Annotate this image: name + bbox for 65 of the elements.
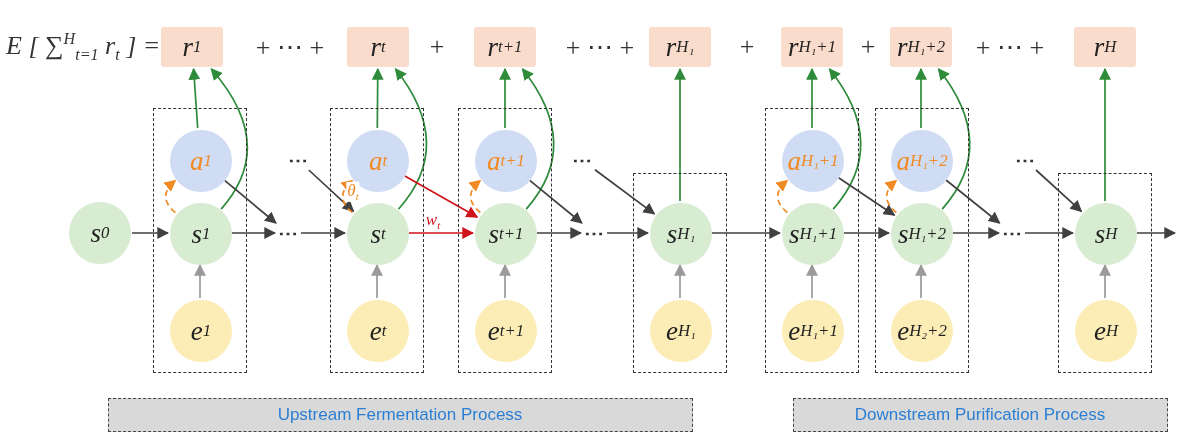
arrow [915, 263, 927, 299]
arrow [371, 263, 383, 299]
ellipsis-text: ⋯ [287, 152, 309, 168]
arrow [843, 227, 891, 239]
arrow [163, 179, 177, 214]
arrow [606, 227, 650, 239]
arrow [711, 227, 782, 239]
arrow [1024, 227, 1075, 239]
arrow [300, 227, 347, 239]
arrow [231, 227, 277, 239]
arrow [806, 263, 818, 299]
arrow [210, 68, 248, 210]
arrow [307, 169, 355, 213]
arrow [952, 227, 1001, 239]
dashed-box [765, 108, 859, 373]
dashed-box [633, 173, 727, 373]
arrow [884, 179, 898, 214]
arrow [1035, 169, 1083, 213]
arrow [594, 168, 656, 215]
arrow [837, 176, 896, 217]
arrow [188, 67, 201, 129]
operator-text: + ⋯ + [975, 31, 1045, 63]
process-band: Downstream Purification Process [792, 398, 1168, 432]
dashed-box [330, 108, 424, 373]
arrow [674, 263, 686, 299]
arrow [521, 68, 555, 210]
operator-text: + ⋯ + [565, 31, 635, 63]
ellipsis-text: ⋯ [277, 225, 299, 241]
arrow [528, 179, 583, 224]
arrow [131, 227, 170, 239]
arrow [194, 263, 206, 299]
operator-text: + ⋯ + [255, 31, 325, 63]
arrow [1099, 263, 1111, 299]
arrow [775, 179, 789, 214]
arrow [403, 175, 479, 218]
dashed-box [153, 108, 247, 373]
ellipsis-text: ⋯ [1001, 225, 1023, 241]
ellipsis-text: ⋯ [571, 152, 593, 168]
arrow [536, 227, 583, 239]
arrow [468, 179, 482, 214]
dashed-box [458, 108, 552, 373]
arrow [371, 67, 384, 129]
arrow [674, 67, 686, 202]
dashed-box [875, 108, 969, 373]
arrow [1136, 227, 1177, 239]
process-band: Upstream Fermentation Process [107, 398, 693, 432]
arrow [806, 67, 818, 129]
arrow [340, 179, 354, 214]
operator-text: + [860, 32, 876, 62]
operator-text: + [739, 32, 755, 62]
arrow [408, 227, 475, 239]
ellipsis-text: ⋯ [583, 225, 605, 241]
arrow [937, 68, 971, 210]
edge-label: θ$_{t}$ [346, 181, 360, 203]
arrow [1099, 67, 1111, 202]
operator-text: + [429, 32, 445, 62]
arrow [223, 179, 277, 224]
arrow [915, 67, 927, 129]
arrow [499, 67, 511, 129]
dashed-box [1058, 173, 1152, 373]
arrow [945, 179, 1001, 224]
ellipsis-text: ⋯ [1014, 152, 1036, 168]
equation-text: E [ ∑$^{H}$$_{t=1}$ r$_{t}$ ] = [6, 30, 161, 64]
arrow [499, 263, 511, 299]
arrow [394, 68, 428, 211]
